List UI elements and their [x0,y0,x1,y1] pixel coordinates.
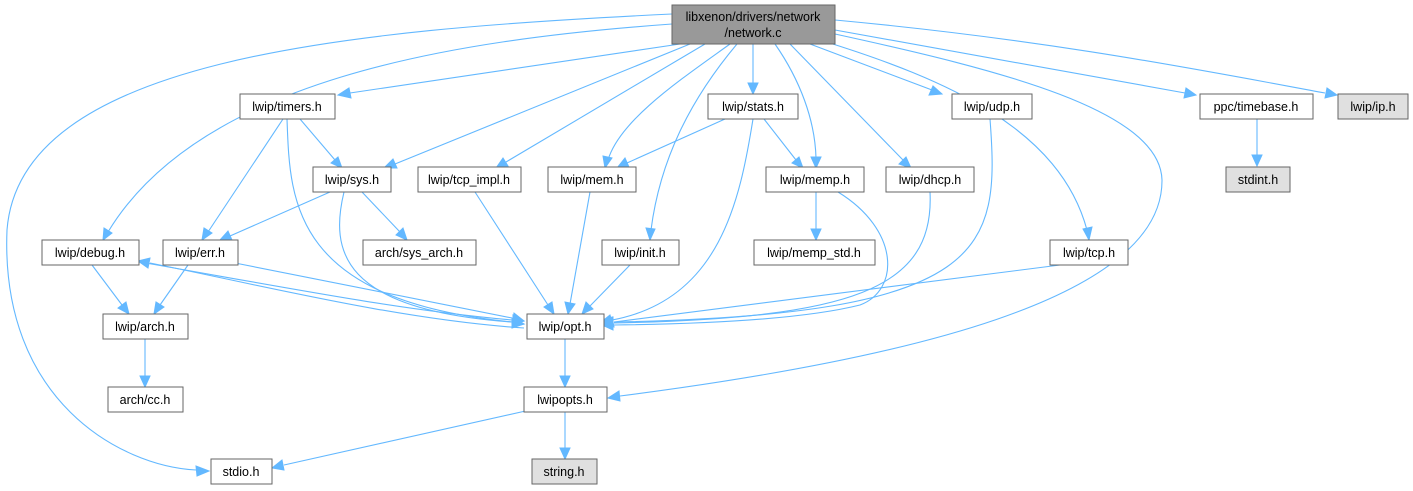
node-udp-label: lwip/udp.h [964,100,1020,114]
node-tcp-impl-label: lwip/tcp_impl.h [428,173,510,187]
edge-mem-opt [564,191,591,316]
edge-stats-mem [615,118,726,169]
edge-root-sys [382,43,691,169]
node-debug[interactable]: lwip/debug.h [41,239,140,266]
node-memp-std[interactable]: lwip/memp_std.h [753,239,876,266]
node-timebase[interactable]: ppc/timebase.h [1199,93,1314,120]
node-stats[interactable]: lwip/stats.h [707,93,799,120]
node-lwipopts[interactable]: lwipopts.h [523,386,608,413]
edge-debug-opt [139,261,526,326]
node-sys-label: lwip/sys.h [325,173,379,187]
node-stdio-label: stdio.h [223,465,260,479]
node-lwipopts-label: lwipopts.h [537,393,593,407]
edge-root-ip [834,19,1339,99]
node-string-label: string.h [544,465,585,479]
node-opt[interactable]: lwip/opt.h [526,313,605,340]
node-root[interactable]: libxenon/drivers/network /network.c [671,4,836,45]
node-arch[interactable]: lwip/arch.h [102,313,189,340]
edge-root-dhcp [789,43,912,169]
edge-root-udp [809,43,944,96]
edge-timers-err [201,118,284,242]
node-memp[interactable]: lwip/memp.h [765,166,865,193]
edge-err-opt [234,262,526,324]
node-tcp-impl[interactable]: lwip/tcp_impl.h [417,166,522,193]
node-err-label: lwip/err.h [175,246,225,260]
edge-root-mem [602,43,731,170]
edge-init-opt [581,264,631,315]
edge-root-debug [102,23,673,242]
graph-edges [6,13,1339,477]
node-root-line2: /network.c [725,26,782,40]
node-stdio[interactable]: stdio.h [210,458,273,485]
node-dhcp-label: lwip/dhcp.h [899,173,962,187]
edge-root-lwipopts [606,33,1163,402]
node-init-label: lwip/init.h [614,246,665,260]
node-stdint-label: stdint.h [1238,173,1278,187]
edge-opt-lwipopts [559,338,571,389]
edge-root-memp [774,43,822,170]
node-tcp[interactable]: lwip/tcp.h [1049,239,1129,266]
edge-root-init [645,43,738,242]
edge-lwipopts-stdio [270,409,531,471]
node-opt-label: lwip/opt.h [539,320,592,334]
node-ip-label: lwip/ip.h [1350,100,1395,114]
edge-err-arch [153,264,189,316]
node-cc-label: arch/cc.h [120,393,171,407]
edge-lwipopts-string [559,411,571,461]
edge-root-timebase [834,29,1198,99]
node-cc[interactable]: arch/cc.h [107,386,184,413]
node-ip[interactable]: lwip/ip.h [1337,93,1409,120]
node-sys-arch-label: arch/sys_arch.h [375,246,463,260]
edge-root-stats [747,44,759,96]
node-stats-label: lwip/stats.h [722,100,784,114]
node-timers[interactable]: lwip/timers.h [239,93,336,120]
edge-timers-sys [299,118,343,169]
node-timers-label: lwip/timers.h [252,100,322,114]
edge-stats-opt [598,118,754,326]
edge-arch-cc [139,338,151,389]
edge-sys-err [218,191,331,241]
edge-timers-opt [286,118,526,328]
node-stdint[interactable]: stdint.h [1225,166,1291,193]
node-sys-arch[interactable]: arch/sys_arch.h [362,239,477,266]
edge-root-stdio [6,13,673,477]
node-arch-label: lwip/arch.h [115,320,175,334]
edge-stats-memp [763,118,804,169]
edge-opt-debug [136,257,525,329]
node-udp[interactable]: lwip/udp.h [951,93,1033,120]
graph-nodes: libxenon/drivers/network /network.c lwip… [41,4,1409,485]
node-tcp-label: lwip/tcp.h [1063,246,1115,260]
edge-timebase-stdint [1251,119,1263,168]
node-mem-label: lwip/mem.h [560,173,623,187]
node-err[interactable]: lwip/err.h [162,239,239,266]
node-mem[interactable]: lwip/mem.h [547,166,637,193]
edge-debug-arch [91,264,130,315]
node-dhcp[interactable]: lwip/dhcp.h [885,166,975,193]
edge-udp-opt [600,118,993,328]
node-debug-label: lwip/debug.h [55,246,125,260]
edge-memp-mempstd [810,192,822,242]
node-init[interactable]: lwip/init.h [601,239,680,266]
node-string[interactable]: string.h [531,458,598,485]
edge-root-tcpimpl [494,43,706,169]
edge-tcp-opt [600,264,1061,328]
node-memp-label: lwip/memp.h [780,173,850,187]
edge-root-timers [336,43,681,99]
node-sys[interactable]: lwip/sys.h [312,166,392,193]
node-timebase-label: ppc/timebase.h [1214,100,1299,114]
edge-tcpimpl-opt [474,191,555,316]
node-memp-std-label: lwip/memp_std.h [767,246,861,260]
node-root-line1: libxenon/drivers/network [686,10,822,24]
edge-sys-sysarch [361,191,408,241]
